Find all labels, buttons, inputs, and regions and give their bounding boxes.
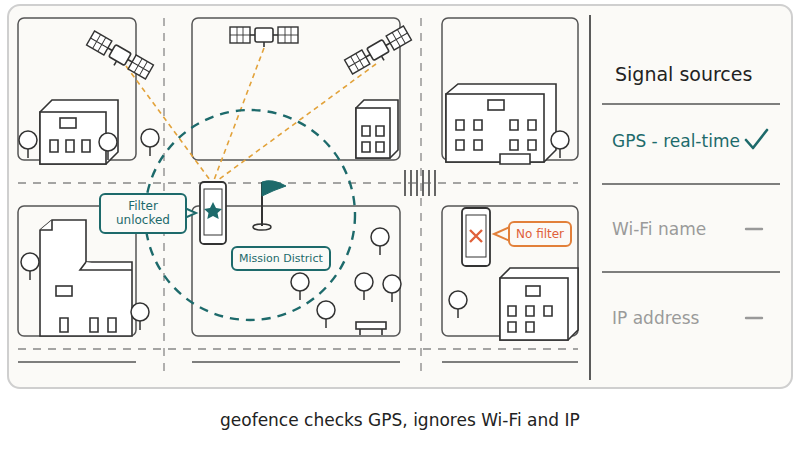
panel-heading: Signal sources: [615, 63, 752, 85]
signal-source: GPS - real-time: [612, 131, 740, 151]
node-text: Mission District: [239, 252, 323, 265]
caption: geofence checks GPS, ignores Wi-Fi and I…: [220, 410, 580, 430]
node-text: Filter unlocked: [107, 199, 179, 228]
signal-source: Wi-Fi name: [612, 219, 706, 239]
place-label-box: Mission District: [231, 246, 331, 271]
signal-source: IP address: [612, 308, 699, 328]
node-text: No filter: [516, 227, 564, 241]
callout-box: No filter: [508, 221, 572, 247]
callout-box: Filter unlocked: [99, 193, 187, 234]
